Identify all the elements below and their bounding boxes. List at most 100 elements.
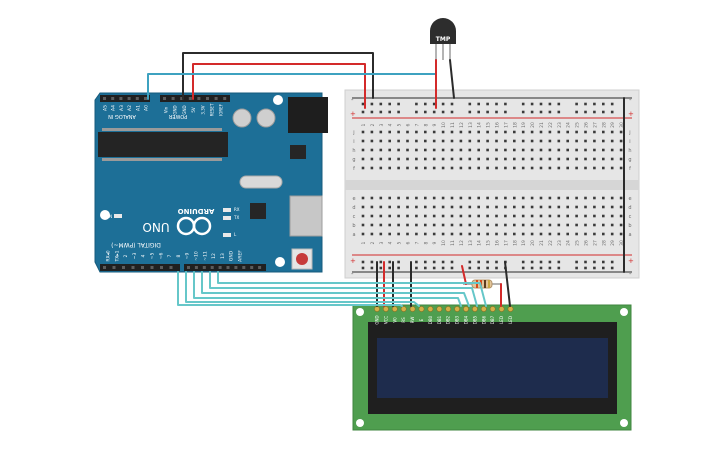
breadboard-hole[interactable]: [602, 196, 605, 200]
rail-hole[interactable]: [486, 110, 489, 114]
breadboard-hole[interactable]: [406, 166, 409, 170]
breadboard-hole[interactable]: [370, 232, 374, 236]
breadboard-hole[interactable]: [495, 214, 498, 218]
rail-hole[interactable]: [584, 102, 587, 106]
breadboard-hole[interactable]: [495, 166, 498, 170]
breadboard-hole[interactable]: [593, 223, 596, 227]
breadboard-hole[interactable]: [406, 130, 409, 134]
rail-hole[interactable]: [548, 102, 552, 106]
breadboard-hole[interactable]: [602, 130, 605, 134]
rail-hole[interactable]: [539, 110, 543, 114]
rail-hole[interactable]: [584, 110, 587, 114]
breadboard-hole[interactable]: [504, 232, 507, 236]
breadboard-hole[interactable]: [370, 205, 374, 209]
header-pin[interactable]: [258, 266, 262, 269]
breadboard-hole[interactable]: [575, 214, 578, 218]
wire-lcd-db5[interactable]: [201, 271, 470, 307]
breadboard-hole[interactable]: [441, 166, 445, 170]
breadboard-hole[interactable]: [619, 196, 623, 200]
breadboard-hole[interactable]: [450, 130, 454, 134]
rail-hole[interactable]: [450, 102, 454, 106]
rail-hole[interactable]: [486, 266, 489, 270]
rail-hole[interactable]: [441, 110, 445, 114]
breadboard-hole[interactable]: [521, 157, 525, 161]
breadboard-hole[interactable]: [619, 214, 623, 218]
rail-hole[interactable]: [575, 110, 578, 114]
breadboard-hole[interactable]: [486, 166, 489, 170]
breadboard-hole[interactable]: [575, 148, 578, 152]
breadboard-hole[interactable]: [593, 157, 596, 161]
breadboard-hole[interactable]: [539, 166, 543, 170]
header-pin[interactable]: [135, 97, 139, 100]
breadboard-hole[interactable]: [388, 130, 391, 134]
breadboard-hole[interactable]: [593, 166, 596, 170]
lcd-pin[interactable]: [507, 306, 514, 312]
breadboard-hole[interactable]: [575, 223, 578, 227]
breadboard-hole[interactable]: [539, 196, 543, 200]
wire-gnd-black[interactable]: [182, 52, 374, 100]
breadboard-hole[interactable]: [566, 205, 569, 209]
breadboard-hole[interactable]: [477, 139, 480, 143]
breadboard-hole[interactable]: [397, 130, 400, 134]
rail-hole[interactable]: [424, 110, 427, 114]
breadboard-hole[interactable]: [450, 232, 454, 236]
breadboard-hole[interactable]: [584, 196, 587, 200]
breadboard-hole[interactable]: [619, 166, 623, 170]
rail-hole[interactable]: [424, 266, 427, 270]
breadboard-hole[interactable]: [379, 232, 383, 236]
breadboard-hole[interactable]: [415, 205, 418, 209]
breadboard-hole[interactable]: [584, 166, 587, 170]
rail-hole[interactable]: [477, 102, 480, 106]
breadboard-hole[interactable]: [459, 196, 463, 200]
wire-sensor-gnd[interactable]: [449, 59, 455, 99]
breadboard-hole[interactable]: [459, 232, 463, 236]
breadboard-hole[interactable]: [602, 214, 605, 218]
breadboard-hole[interactable]: [530, 130, 534, 134]
breadboard-hole[interactable]: [424, 130, 427, 134]
breadboard-hole[interactable]: [468, 232, 472, 236]
breadboard-hole[interactable]: [593, 214, 596, 218]
breadboard-hole[interactable]: [495, 223, 498, 227]
breadboard-hole[interactable]: [388, 139, 391, 143]
lcd-pin[interactable]: [471, 306, 478, 312]
breadboard-hole[interactable]: [539, 232, 543, 236]
header-pin[interactable]: [131, 266, 135, 269]
breadboard-hole[interactable]: [513, 232, 516, 236]
lcd-pin[interactable]: [454, 306, 460, 312]
rail-hole[interactable]: [575, 102, 578, 106]
breadboard-hole[interactable]: [557, 205, 561, 209]
breadboard-hole[interactable]: [557, 166, 561, 170]
breadboard-hole[interactable]: [584, 223, 587, 227]
breadboard-hole[interactable]: [530, 214, 534, 218]
power-header[interactable]: [160, 95, 230, 102]
breadboard-hole[interactable]: [557, 232, 561, 236]
breadboard-hole[interactable]: [477, 232, 480, 236]
breadboard-hole[interactable]: [468, 157, 472, 161]
lcd-pin[interactable]: [436, 306, 443, 312]
header-pin[interactable]: [150, 266, 154, 269]
breadboard-hole[interactable]: [459, 166, 463, 170]
breadboard-hole[interactable]: [477, 223, 480, 227]
breadboard-hole[interactable]: [610, 214, 614, 218]
rail-hole[interactable]: [415, 102, 418, 106]
rail-hole[interactable]: [530, 110, 534, 114]
breadboard-hole[interactable]: [477, 214, 480, 218]
breadboard-hole[interactable]: [441, 139, 445, 143]
wire-lcd-db4[interactable]: [193, 271, 462, 307]
rail-hole[interactable]: [477, 266, 480, 270]
breadboard-hole[interactable]: [388, 157, 391, 161]
breadboard-hole[interactable]: [548, 148, 552, 152]
breadboard-hole[interactable]: [602, 157, 605, 161]
rail-hole[interactable]: [521, 102, 525, 106]
breadboard-hole[interactable]: [450, 223, 454, 227]
breadboard-hole[interactable]: [468, 205, 472, 209]
breadboard-hole[interactable]: [361, 214, 365, 218]
breadboard-hole[interactable]: [619, 205, 623, 209]
breadboard-hole[interactable]: [388, 196, 391, 200]
breadboard-hole[interactable]: [424, 157, 427, 161]
breadboard-hole[interactable]: [379, 166, 383, 170]
breadboard-hole[interactable]: [468, 196, 472, 200]
breadboard-hole[interactable]: [459, 148, 463, 152]
breadboard-hole[interactable]: [397, 166, 400, 170]
breadboard-hole[interactable]: [495, 130, 498, 134]
